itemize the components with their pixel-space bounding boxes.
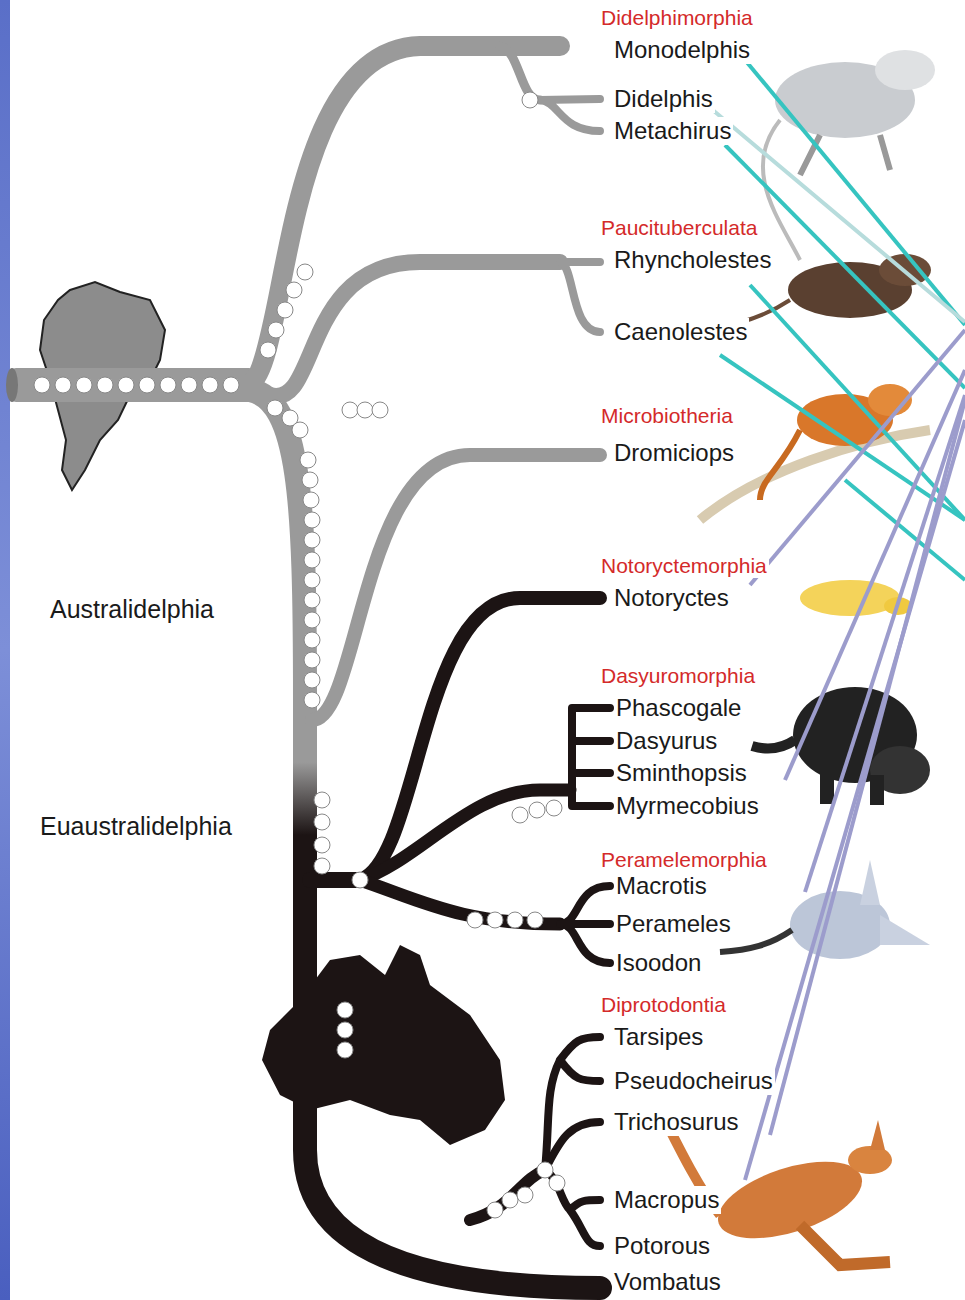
character-dot: [304, 592, 320, 608]
genus-name: Didelphis: [612, 85, 715, 113]
character-dot: [337, 1042, 353, 1058]
genus-name: Myrmecobius: [614, 792, 761, 820]
character-dot: [527, 912, 543, 928]
order-name: Paucituberculata: [599, 216, 759, 240]
character-dot: [286, 282, 302, 298]
order-name: Notoryctemorphia: [599, 554, 769, 578]
genus-name: Sminthopsis: [614, 759, 749, 787]
character-dot: [302, 472, 318, 488]
character-dot: [487, 912, 503, 928]
genus-name: Rhyncholestes: [612, 246, 773, 274]
character-dot: [304, 552, 320, 568]
genus-name: Vombatus: [612, 1268, 723, 1296]
character-dot: [357, 402, 373, 418]
character-dot: [304, 612, 320, 628]
genus-name: Pseudocheirus: [612, 1067, 775, 1095]
character-dots: [34, 92, 565, 1218]
character-dot: [34, 377, 50, 393]
character-dot: [139, 377, 155, 393]
genus-name: Dasyurus: [614, 727, 719, 755]
character-dot: [304, 652, 320, 668]
character-dot: [292, 422, 308, 438]
clade-name: Euaustralidelphia: [38, 812, 234, 841]
genus-name: Perameles: [614, 910, 733, 938]
character-dot: [372, 402, 388, 418]
character-dot: [304, 632, 320, 648]
character-dot: [202, 377, 218, 393]
character-dot: [268, 322, 284, 338]
character-dot: [267, 400, 283, 416]
character-dot: [522, 92, 538, 108]
character-dot: [304, 572, 320, 588]
order-name: Peramelemorphia: [599, 848, 769, 872]
character-dot: [352, 872, 368, 888]
tasmanian-devil-figure: [752, 687, 930, 805]
character-dot: [223, 377, 239, 393]
character-dot: [277, 302, 293, 318]
genus-name: Notoryctes: [612, 584, 731, 612]
character-dot: [300, 452, 316, 468]
genus-name: Metachirus: [612, 117, 733, 145]
character-dot: [512, 807, 528, 823]
character-dot: [342, 402, 358, 418]
character-dot: [260, 342, 276, 358]
clade-name: Australidelphia: [48, 595, 216, 624]
character-dot: [537, 1162, 553, 1178]
character-dot: [304, 672, 320, 688]
character-dot: [546, 800, 562, 816]
character-dot: [314, 792, 330, 808]
character-dot: [529, 802, 545, 818]
root-trunk: [10, 368, 255, 402]
opossum-figure: [763, 50, 935, 260]
character-dot: [76, 377, 92, 393]
order-name: Microbiotheria: [599, 404, 735, 428]
character-dot: [314, 858, 330, 874]
character-dot: [55, 377, 71, 393]
genus-name: Macrotis: [614, 872, 709, 900]
genus-name: Isoodon: [614, 949, 703, 977]
root-trunk-end: [6, 368, 18, 402]
genus-name: Monodelphis: [612, 36, 752, 64]
genus-name: Phascogale: [614, 694, 743, 722]
character-dot: [517, 1187, 533, 1203]
character-dot: [118, 377, 134, 393]
genus-name: Macropus: [612, 1186, 721, 1214]
genus-name: Potorous: [612, 1232, 712, 1260]
genus-name: Dromiciops: [612, 439, 736, 467]
order-name: Didelphimorphia: [599, 6, 755, 30]
order-name: Diprotodontia: [599, 993, 728, 1017]
character-dot: [303, 492, 319, 508]
character-dot: [337, 1022, 353, 1038]
character-dot: [304, 512, 320, 528]
character-dot: [181, 377, 197, 393]
character-dot: [549, 1175, 565, 1191]
genus-name: Trichosurus: [612, 1108, 740, 1136]
character-dot: [487, 1202, 503, 1218]
genus-name: Caenolestes: [612, 318, 749, 346]
character-dot: [304, 692, 320, 708]
character-dot: [467, 912, 483, 928]
tree-branches: [245, 46, 610, 1288]
south-america-map: [40, 282, 165, 490]
character-dot: [160, 377, 176, 393]
character-dot: [337, 1002, 353, 1018]
character-dot: [304, 532, 320, 548]
genus-name: Tarsipes: [612, 1023, 705, 1051]
character-dot: [97, 377, 113, 393]
character-dot: [297, 264, 313, 280]
character-dot: [507, 912, 523, 928]
character-dot: [314, 837, 330, 853]
order-name: Dasyuromorphia: [599, 664, 757, 688]
character-dot: [502, 1192, 518, 1208]
character-dot: [314, 814, 330, 830]
